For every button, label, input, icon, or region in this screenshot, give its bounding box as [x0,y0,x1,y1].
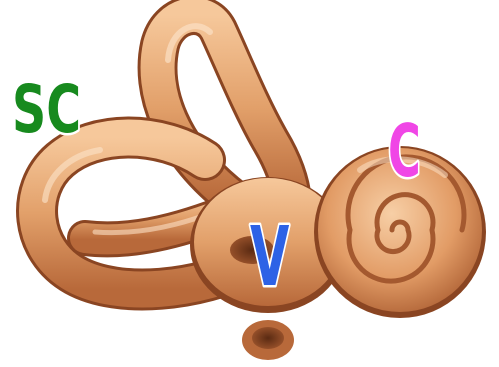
label-c: C [388,110,421,194]
label-sc: SC [12,71,81,148]
superior-semicircular-canal [158,15,292,200]
label-v: V [250,210,289,305]
